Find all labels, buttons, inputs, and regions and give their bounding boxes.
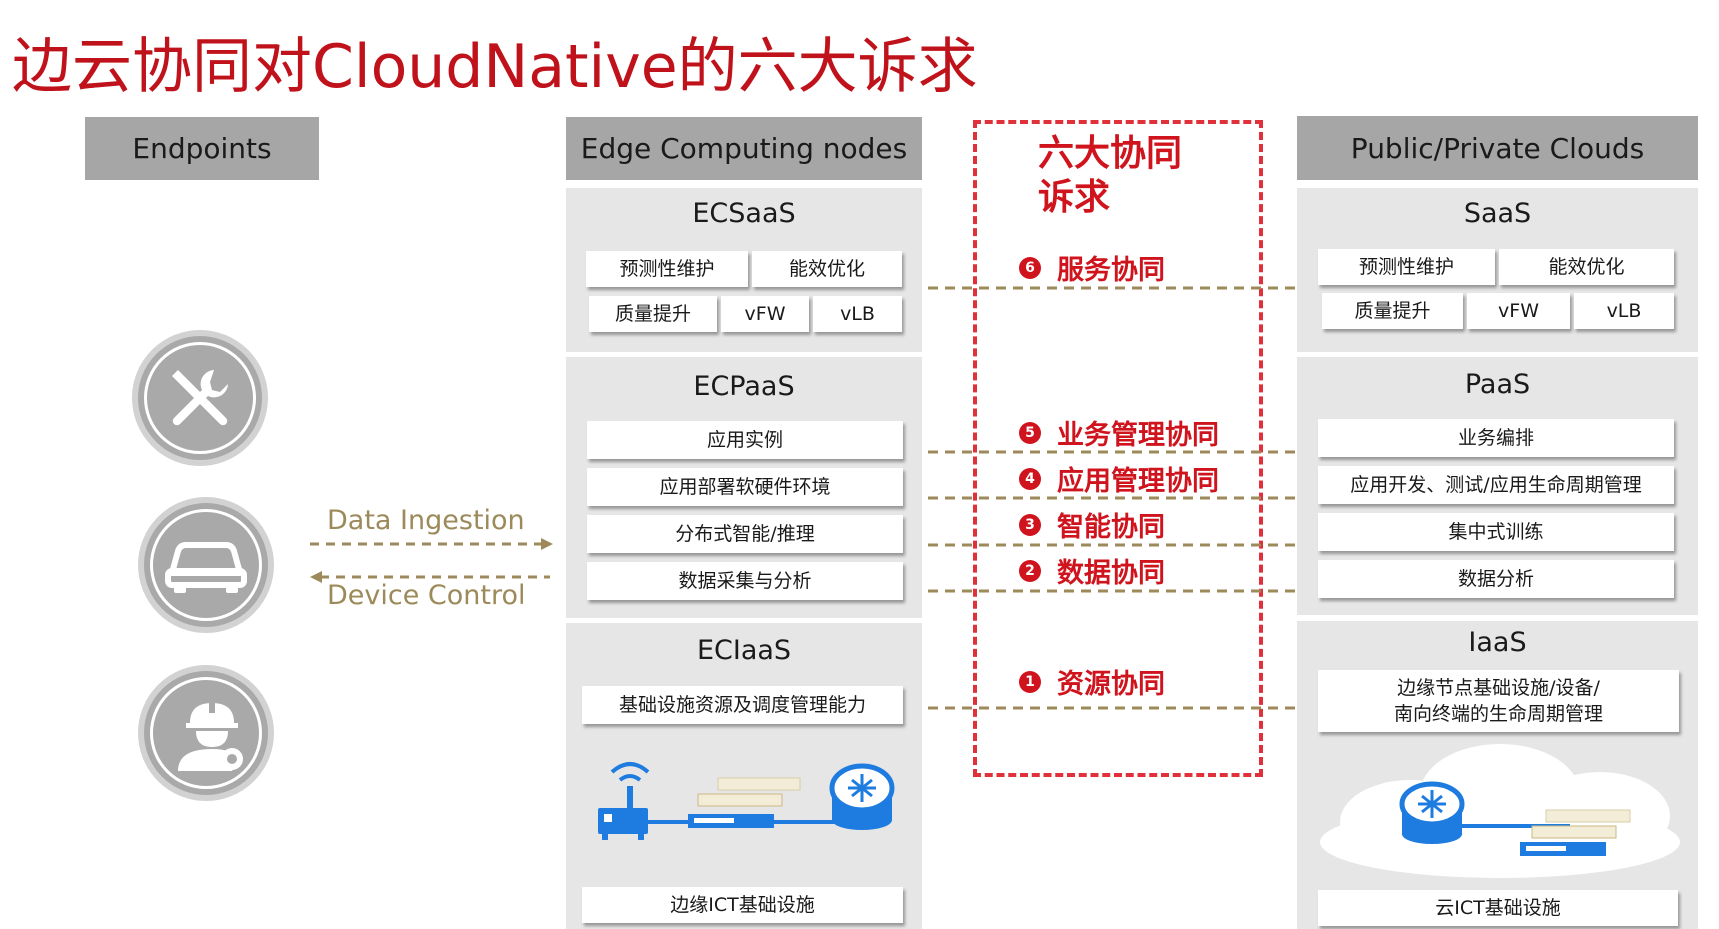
ecpaas-item-3: 分布式智能/推理 [587,515,903,553]
req-6-label: 服务协同 [1057,255,1165,286]
req-3-label: 智能协同 [1057,512,1165,543]
paas-item-4: 数据分析 [1318,560,1674,598]
req-3-number: 3 [1019,513,1041,536]
ecsaas-item-1: 预测性维护 [586,251,748,287]
requirements-title: 六大协同诉求 [1038,133,1183,218]
endpoint-worker [138,665,274,801]
req-6-number: 6 [1019,256,1041,279]
eciaas-footer: 边缘ICT基础设施 [582,887,903,923]
server-stack-icon [688,777,801,828]
endpoint-vehicle [138,497,274,633]
saas-item-5: vLB [1574,293,1674,329]
cloud-infra-illustration [1320,744,1680,878]
ecsaas-item-5: vLB [813,296,902,332]
paas-item-2: 应用开发、测试/应用生命周期管理 [1318,466,1674,504]
eciaas-title: ECIaaS [696,635,792,666]
car-icon [165,542,247,593]
req-4-number: 4 [1019,467,1041,490]
saas-title: SaaS [1463,198,1532,229]
saas-item-4: vFW [1467,293,1570,329]
req-1: 1 资源协同 [1019,662,1165,701]
req-2: 2 数据协同 [1019,551,1165,590]
ecpaas-item-4: 数据采集与分析 [587,562,903,600]
data-ingestion-label: Data Ingestion [327,505,525,536]
ecpaas-item-2: 应用部署软硬件环境 [587,468,903,506]
req-3: 3 智能协同 [1019,505,1165,544]
req-5-label: 业务管理协同 [1057,420,1219,451]
control-arrowhead [310,571,322,583]
saas-item-2: 能效优化 [1499,249,1674,285]
saas-item-1: 预测性维护 [1318,249,1495,285]
req-6: 6 服务协同 [1019,248,1165,287]
req-4-label: 应用管理协同 [1057,466,1219,497]
saas-item-3: 质量提升 [1322,293,1463,329]
ingestion-arrowhead [541,538,553,550]
cloud-switch-icon [1399,781,1465,844]
cloud-header: Public/Private Clouds [1297,116,1698,180]
ecpaas-title: ECPaaS [693,371,795,402]
iaas-footer: 云ICT基础设施 [1318,890,1678,926]
ecsaas-item-4: vFW [721,296,809,332]
ecsaas-item-2: 能效优化 [752,251,902,287]
edge-header: Edge Computing nodes [566,117,922,180]
worker-gear-icon [178,701,243,771]
ecsaas-title: ECSaaS [692,198,796,229]
edge-infra-illustration [598,762,895,840]
req-5-number: 5 [1019,421,1041,444]
req-2-label: 数据协同 [1057,558,1165,589]
paas-title: PaaS [1464,369,1531,400]
requirements-box [973,120,1263,777]
ecsaas-item-3: 质量提升 [589,296,717,332]
req-2-number: 2 [1019,559,1041,582]
eciaas-item-1: 基础设施资源及调度管理能力 [582,686,903,724]
paas-item-3: 集中式训练 [1318,513,1674,551]
endpoint-tools [132,330,268,466]
ecpaas-item-1: 应用实例 [587,421,903,459]
req-4: 4 应用管理协同 [1019,459,1219,498]
iaas-title: IaaS [1468,627,1527,658]
req-1-label: 资源协同 [1057,669,1165,700]
req-1-number: 1 [1019,670,1041,693]
paas-item-1: 业务编排 [1318,419,1674,457]
page-title: 边云协同对CloudNative的六大诉求 [12,32,978,102]
endpoints-header: Endpoints [85,117,319,180]
device-control-label: Device Control [327,580,526,611]
cloud-server-stack-icon [1520,809,1631,856]
tools-icon [172,370,228,426]
iaas-item-1: 边缘节点基础设施/设备/ 南向终端的生命周期管理 [1318,670,1679,732]
wifi-router-icon [598,762,650,840]
switch-router-icon [829,763,895,830]
req-5: 5 业务管理协同 [1019,413,1219,452]
